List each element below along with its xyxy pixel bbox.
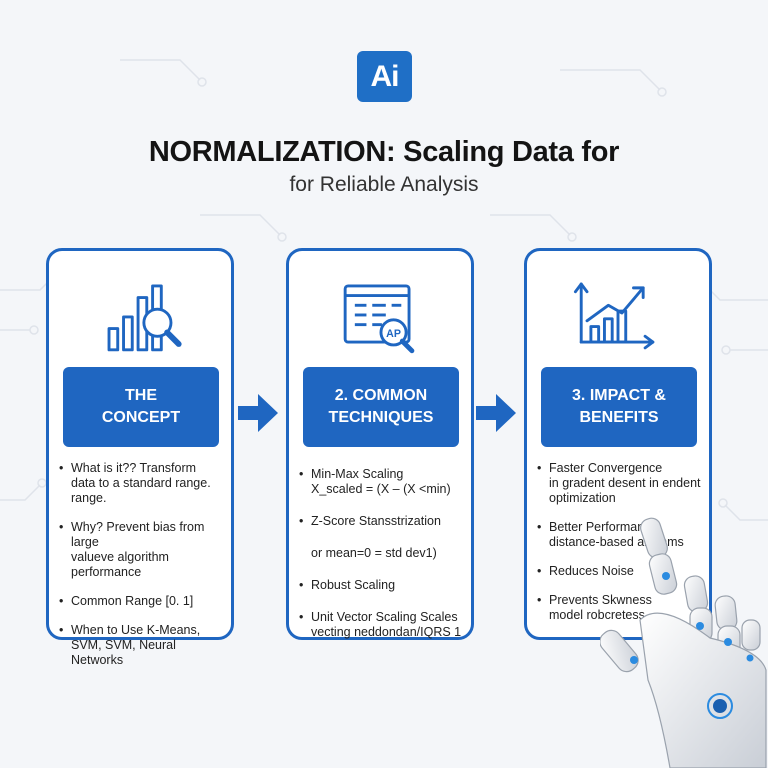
panel-techniques: AP 2. COMMON TECHNIQUES •Min-Max Scaling… bbox=[286, 248, 474, 640]
list-item: •Faster Convergence in gradent desent in… bbox=[537, 461, 701, 505]
list-item-text: Z-Score Stansstrization bbox=[311, 514, 441, 528]
page-title: NORMALIZATION: Scaling Data for bbox=[148, 136, 620, 168]
panel-concept-header: THE CONCEPT bbox=[63, 367, 219, 447]
list-item: •What is it?? Transform data to a standa… bbox=[59, 461, 211, 505]
list-item-text: Min-Max Scaling X_scaled = (X – (X <min) bbox=[311, 467, 451, 496]
list-item: •Common Range [0. 1] bbox=[59, 594, 194, 608]
list-item-text: Why? Prevent bias from large valueve alg… bbox=[71, 520, 205, 579]
list-item-text: What is it?? Transform data to a standar… bbox=[71, 461, 211, 505]
spreadsheet-magnifier-icon: AP bbox=[343, 284, 415, 354]
page-subtitle: for Reliable Analysis bbox=[289, 173, 479, 196]
panel-concept-header-line2: CONCEPT bbox=[101, 409, 181, 426]
panel-benefits: 3. IMPACT & BENEFITS •Faster Convergence… bbox=[524, 248, 712, 640]
bar-chart-magnifier-icon bbox=[107, 284, 182, 352]
panel-techniques-header: 2. COMMON TECHNIQUES bbox=[303, 367, 459, 447]
list-item-text: Common Range [0. 1] bbox=[71, 594, 194, 608]
list-item: or mean=0 = std dev1) bbox=[299, 546, 471, 561]
list-item-text: Robust Scaling bbox=[311, 578, 396, 592]
right-arrow-icon bbox=[476, 394, 516, 432]
right-arrow-icon bbox=[238, 394, 278, 432]
panel-benefits-header-line2: BENEFITS bbox=[579, 409, 659, 426]
panel-concept: THE CONCEPT •What is it?? Transform data… bbox=[46, 248, 234, 667]
list-item: •Prevents Skwness model robcretess bbox=[537, 593, 652, 622]
list-item: •Unit Vector Scaling Scales vecting nedd… bbox=[299, 610, 462, 639]
list-item-text: Reduces Noise bbox=[549, 564, 634, 578]
list-item-text: or mean=0 = std dev1) bbox=[311, 546, 437, 560]
list-item: •Z-Score Stansstrization bbox=[299, 514, 441, 528]
panel-techniques-header-line1: 2. COMMON bbox=[334, 387, 428, 404]
list-item: •When to Use K-Means, SVM, SVM, Neural N… bbox=[59, 623, 201, 667]
panel-concept-header-line1: THE bbox=[125, 387, 157, 404]
list-item: •Robust Scaling bbox=[299, 578, 396, 592]
list-item-text: Faster Convergence in gradent desent in … bbox=[549, 461, 701, 505]
panel-techniques-list: •Min-Max Scaling X_scaled = (X – (X <min… bbox=[299, 467, 471, 657]
panel-benefits-list: •Faster Convergence in gradent desent in… bbox=[537, 461, 709, 637]
list-item: •Min-Max Scaling X_scaled = (X – (X <min… bbox=[299, 467, 451, 496]
panel-benefits-header-line1: 3. IMPACT & bbox=[572, 387, 666, 404]
list-item-text: Prevents Skwness model robcretess bbox=[549, 593, 652, 622]
ai-logo: Ai bbox=[357, 51, 412, 102]
panel-techniques-header-line2: TECHNIQUES bbox=[328, 409, 434, 426]
robot-hand-icon bbox=[600, 517, 767, 768]
list-item: •Reduces Noise bbox=[537, 564, 634, 578]
panel-benefits-header: 3. IMPACT & BENEFITS bbox=[541, 367, 697, 447]
list-item: •Why? Prevent bias from large valueve al… bbox=[59, 520, 231, 580]
trend-line-chart-icon bbox=[573, 282, 655, 350]
panel-concept-list: •What is it?? Transform data to a standa… bbox=[59, 461, 231, 682]
list-item-text: When to Use K-Means, SVM, SVM, Neural Ne… bbox=[71, 623, 201, 667]
icon-label: AP bbox=[386, 328, 401, 340]
list-item-text: Unit Vector Scaling Scales vecting neddo… bbox=[311, 610, 462, 639]
logo-text: Ai bbox=[370, 59, 400, 93]
